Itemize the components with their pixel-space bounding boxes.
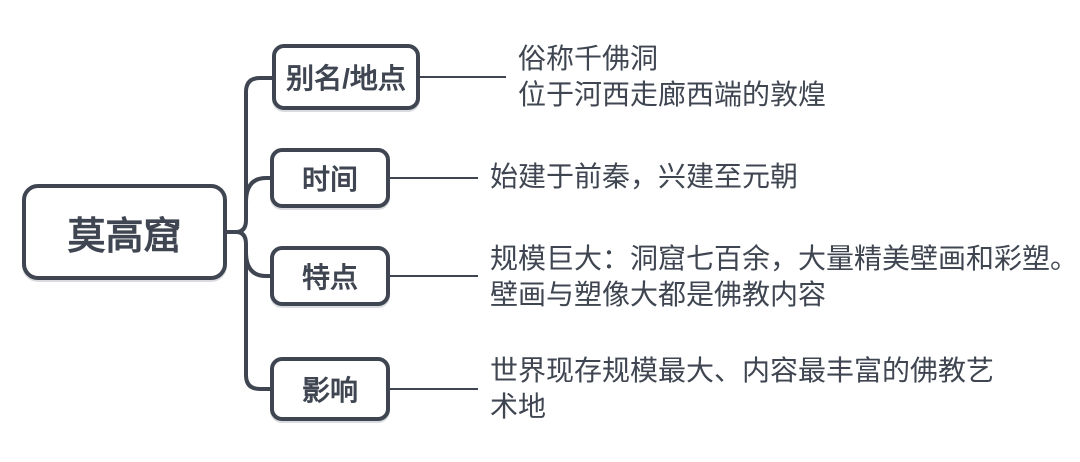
node-branch-label: 别名/地点 <box>286 63 406 94</box>
desc-line: 俗称千佛洞 <box>518 43 659 74</box>
connector-root-to-branch-2 <box>244 250 274 278</box>
node-root[interactable]: 莫高窟 <box>22 184 227 280</box>
desc-line: 始建于前秦，兴建至元朝 <box>490 161 799 192</box>
node-branch-label: 特点 <box>301 262 358 293</box>
desc-time[interactable]: 始建于前秦，兴建至元朝 <box>490 159 798 195</box>
desc-line: 规模巨大：洞窟七百余，大量精美壁画和彩塑。 <box>490 243 1079 274</box>
desc-line: 位于河西走廊西端的敦煌 <box>518 79 827 110</box>
desc-line: 世界现存规模最大、内容最丰富的佛教艺 <box>490 355 995 386</box>
desc-alias-location[interactable]: 俗称千佛洞 位于河西走廊西端的敦煌 <box>518 41 826 113</box>
desc-line: 术地 <box>490 391 547 422</box>
desc-influence[interactable]: 世界现存规模最大、内容最丰富的佛教艺 术地 <box>490 353 994 425</box>
node-branch-label: 影响 <box>301 375 358 406</box>
connector-root-to-branch-1 <box>244 176 274 204</box>
desc-features[interactable]: 规模巨大：洞窟七百余，大量精美壁画和彩塑。 壁画与塑像大都是佛教内容 <box>490 241 1078 313</box>
node-branch-alias-location[interactable]: 别名/地点 <box>272 44 420 110</box>
node-root-label: 莫高窟 <box>67 215 182 258</box>
connector-root-to-branch-0 <box>225 76 274 234</box>
desc-line: 壁画与塑像大都是佛教内容 <box>490 279 827 310</box>
node-branch-influence[interactable]: 影响 <box>270 357 390 421</box>
node-branch-features[interactable]: 特点 <box>270 246 390 306</box>
connector-root-to-branch-3 <box>225 230 274 391</box>
node-branch-label: 时间 <box>301 164 358 195</box>
node-branch-time[interactable]: 时间 <box>270 148 390 208</box>
